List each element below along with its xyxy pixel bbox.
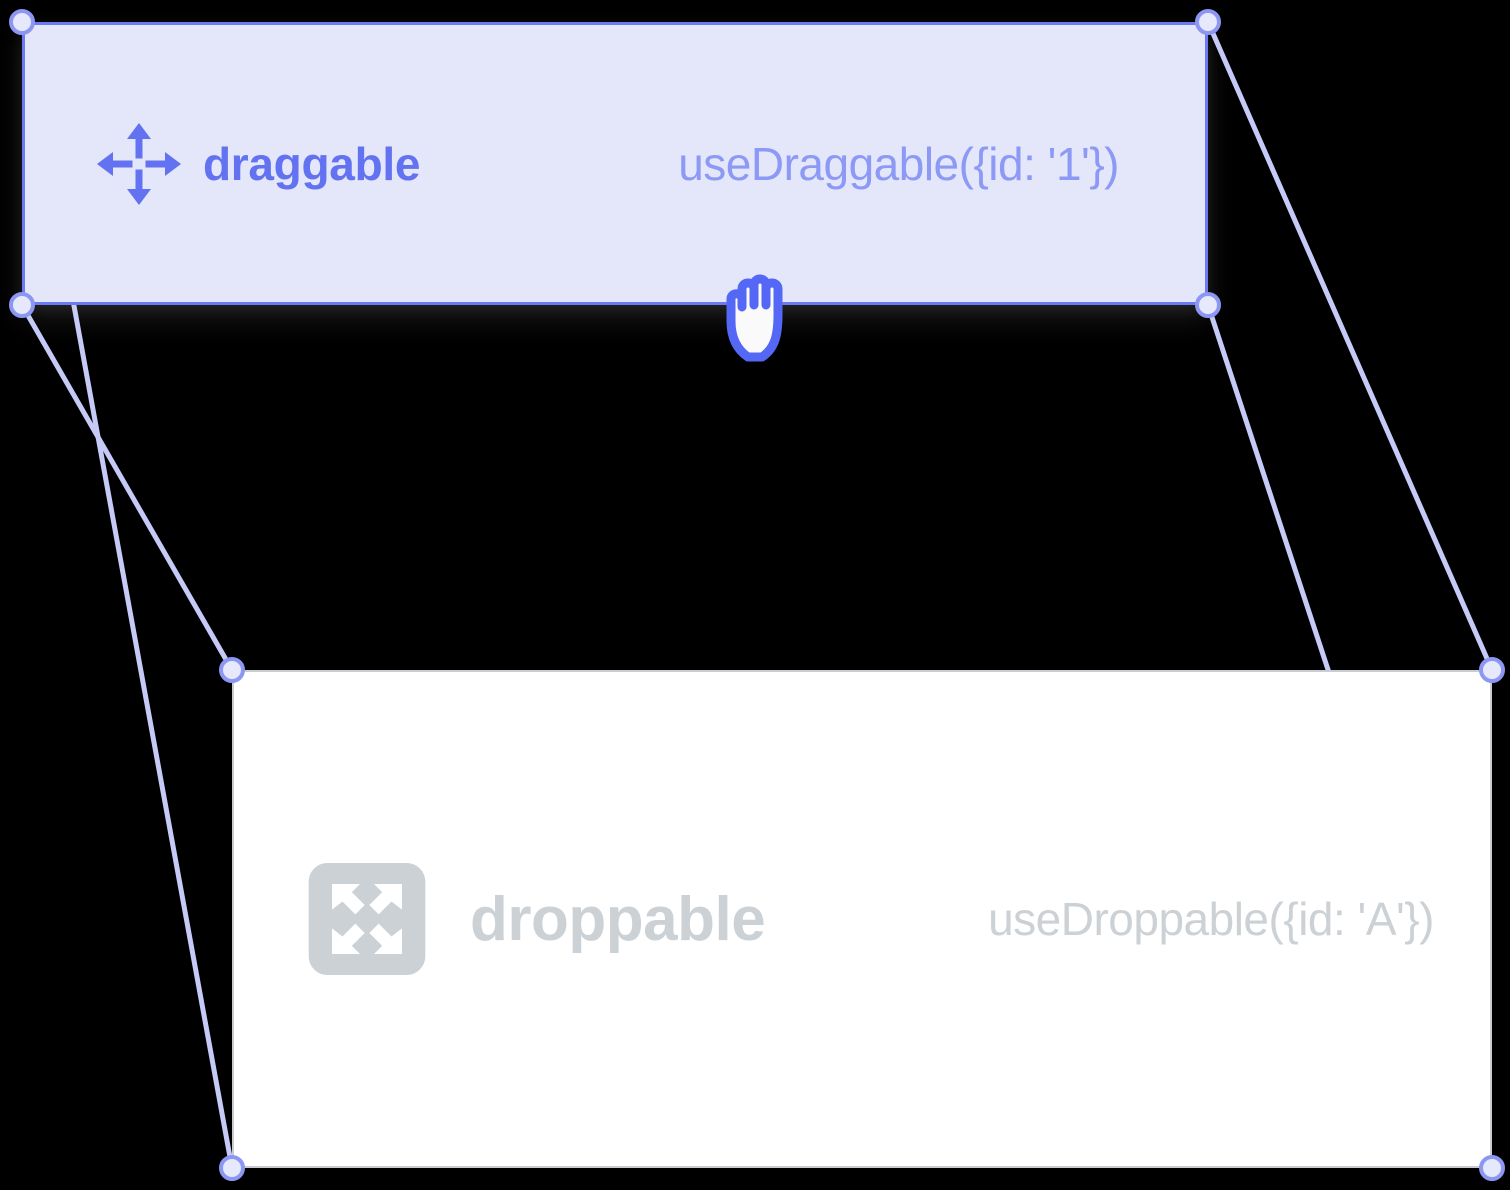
draggable-handle-bottom-left[interactable] [9, 292, 35, 318]
droppable-handle-top-left[interactable] [219, 657, 245, 683]
droppable-hook-signature: useDroppable({id: 'A'}) [988, 893, 1434, 945]
move-arrows-icon [97, 122, 181, 205]
droppable-handle-top-right[interactable] [1479, 657, 1505, 683]
draggable-label: draggable [203, 137, 421, 190]
draggable-handle-top-right[interactable] [1195, 9, 1221, 35]
connector-top-right-to-top-right [1205, 19, 1495, 673]
droppable-label: droppable [470, 884, 766, 954]
draggable-handle-top-left[interactable] [9, 9, 35, 35]
droppable-content-row: droppable useDroppable({id: 'A'}) [234, 863, 1490, 975]
draggable-item[interactable]: draggable useDraggable({id: '1'}) [22, 22, 1208, 305]
draggable-hook-signature: useDraggable({id: '1'}) [678, 137, 1119, 190]
expand-arrows-icon [308, 863, 426, 975]
draggable-handle-bottom-right[interactable] [1195, 292, 1221, 318]
droppable-handle-bottom-left[interactable] [219, 1155, 245, 1181]
draggable-content-row: draggable useDraggable({id: '1'}) [25, 119, 1205, 209]
droppable-handle-bottom-right[interactable] [1479, 1155, 1505, 1181]
connector-bottom-left-to-top-left [19, 302, 235, 673]
droppable-zone[interactable]: droppable useDroppable({id: 'A'}) [232, 670, 1492, 1168]
